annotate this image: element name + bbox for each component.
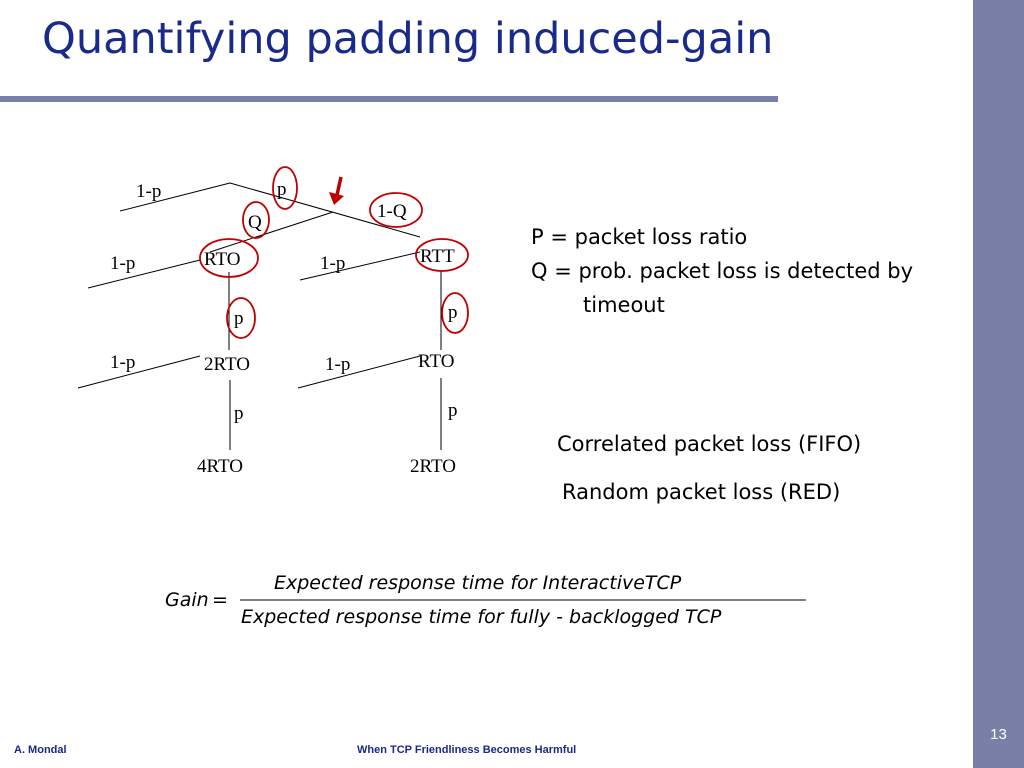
footer-author: A. Mondal <box>14 744 67 756</box>
highlight-circle-p-root <box>272 166 298 210</box>
label-1-q: 1-Q <box>377 201 407 222</box>
label-rto-1-p: 1-p <box>110 253 135 274</box>
node-rto: RTO <box>204 249 241 270</box>
formula-numerator: Expected response time for InteractiveTC… <box>274 572 682 594</box>
highlight-circle-p-rtt <box>441 292 469 334</box>
highlight-circle-q <box>242 201 270 239</box>
label-root-1-p: 1-p <box>136 181 161 202</box>
highlight-circle-rtt <box>415 238 469 272</box>
definition-p: P = packet loss ratio <box>531 225 748 249</box>
label-rto2-p: p <box>448 400 458 421</box>
label-2rto-1-p: 1-p <box>110 352 135 373</box>
label-rto2-1-p: 1-p <box>325 354 350 375</box>
formula-equals: = <box>212 589 228 611</box>
label-q: Q <box>248 212 262 233</box>
tree-edge-q <box>209 211 334 253</box>
definitions: P = packet loss ratio Q = prob. packet l… <box>531 220 913 322</box>
label-rtt-p: p <box>448 302 458 323</box>
label-rto-p: p <box>234 308 244 329</box>
tree-edge-root-right <box>229 182 421 238</box>
node-2rto-left: 2RTO <box>204 354 250 375</box>
slide-title: Quantifying padding induced-gain <box>42 14 774 64</box>
formula-denominator: Expected response time for fully - backl… <box>241 606 722 628</box>
side-bar <box>973 0 1024 768</box>
tree-edge-rtt-left <box>299 251 421 281</box>
formula-lhs: Gain <box>165 589 209 611</box>
correlated-loss-label: Correlated packet loss (FIFO) <box>557 432 862 456</box>
highlight-circle-1q <box>369 192 423 228</box>
footer-title: When TCP Friendliness Becomes Harmful <box>357 744 577 756</box>
definition-q: Q = prob. packet loss is detected by <box>531 259 914 283</box>
label-2rto-p: p <box>234 403 244 424</box>
title-underline <box>0 96 778 102</box>
definition-q-continued: timeout <box>583 293 665 317</box>
node-2rto-right: 2RTO <box>410 456 456 477</box>
tree-edge-2rto-left <box>77 355 201 389</box>
slide-number: 13 <box>990 726 1007 743</box>
tree-edge-rto-left <box>87 259 201 289</box>
random-loss-label: Random packet loss (RED) <box>562 480 841 504</box>
tree-edge-rto2-left <box>297 355 421 389</box>
gain-formula: Gain = Expected response time for Intera… <box>165 572 806 628</box>
tree-edge-root-left <box>119 182 231 212</box>
highlight-circle-rto <box>199 238 259 278</box>
node-rtt: RTT <box>420 246 455 267</box>
node-4rto: 4RTO <box>197 456 243 477</box>
highlight-circle-p-rto <box>226 297 256 339</box>
label-root-p: p <box>277 179 287 200</box>
label-rtt-1-p: 1-p <box>320 253 345 274</box>
node-rto-right: RTO <box>418 351 455 372</box>
red-arrow-icon <box>329 176 344 205</box>
probability-tree: 1-p p Q 1-Q RTO RTT 1-p 1-p p p 1-p 2RTO… <box>77 166 469 477</box>
